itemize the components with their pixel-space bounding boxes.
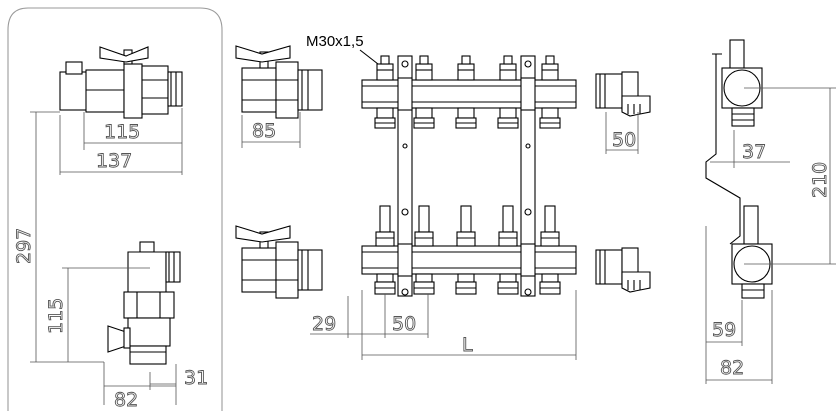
dim-valve-85: 85 bbox=[252, 120, 276, 142]
manifold-flow-meter bbox=[497, 205, 519, 295]
manifold-lower-valves bbox=[374, 205, 561, 295]
vertical-valve-drawing bbox=[107, 241, 181, 365]
valve-panel-frame bbox=[7, 7, 223, 411]
manifold-upper-valve bbox=[455, 55, 477, 129]
dim-side-82: 82 bbox=[720, 357, 744, 379]
elbow-fitting-bottom bbox=[595, 247, 651, 293]
dim-valve-137: 137 bbox=[96, 150, 132, 172]
thread-label: M30x1,5 bbox=[306, 33, 364, 50]
dim-valve-31: 31 bbox=[184, 367, 208, 389]
dim-valve-115-vertical: 115 bbox=[45, 298, 67, 334]
dim-side-37: 37 bbox=[742, 141, 766, 163]
dim-side-59: 59 bbox=[712, 319, 736, 341]
straight-ball-valve-top bbox=[235, 45, 323, 119]
dim-elbow-50: 50 bbox=[612, 129, 636, 151]
dim-valve-115: 115 bbox=[104, 121, 140, 143]
dim-manifold-50: 50 bbox=[392, 313, 416, 335]
manifold-upper-valve bbox=[374, 55, 396, 129]
dim-side-210: 210 bbox=[809, 162, 831, 198]
manifold-flow-meter bbox=[455, 205, 477, 295]
dim-valve-297: 297 bbox=[13, 228, 35, 264]
manifold-upper-valves bbox=[374, 55, 561, 129]
manifold-upper-valve bbox=[413, 55, 435, 129]
manifold-upper-valve bbox=[497, 55, 519, 129]
manifold-drawing bbox=[361, 55, 577, 297]
manifold-side-view bbox=[705, 39, 773, 299]
straight-ball-valve-bottom bbox=[235, 225, 323, 299]
manifold-flow-meter bbox=[374, 205, 396, 295]
manifold-upper-valve bbox=[539, 55, 561, 129]
dim-manifold-L: L bbox=[462, 334, 473, 356]
elbow-fitting-top bbox=[595, 71, 651, 117]
angle-ball-valve-drawing bbox=[59, 46, 183, 119]
manifold-flow-meter bbox=[539, 205, 561, 295]
dim-manifold-29: 29 bbox=[312, 313, 336, 335]
dim-valve-82: 82 bbox=[114, 389, 138, 411]
manifold-flow-meter bbox=[413, 205, 435, 295]
